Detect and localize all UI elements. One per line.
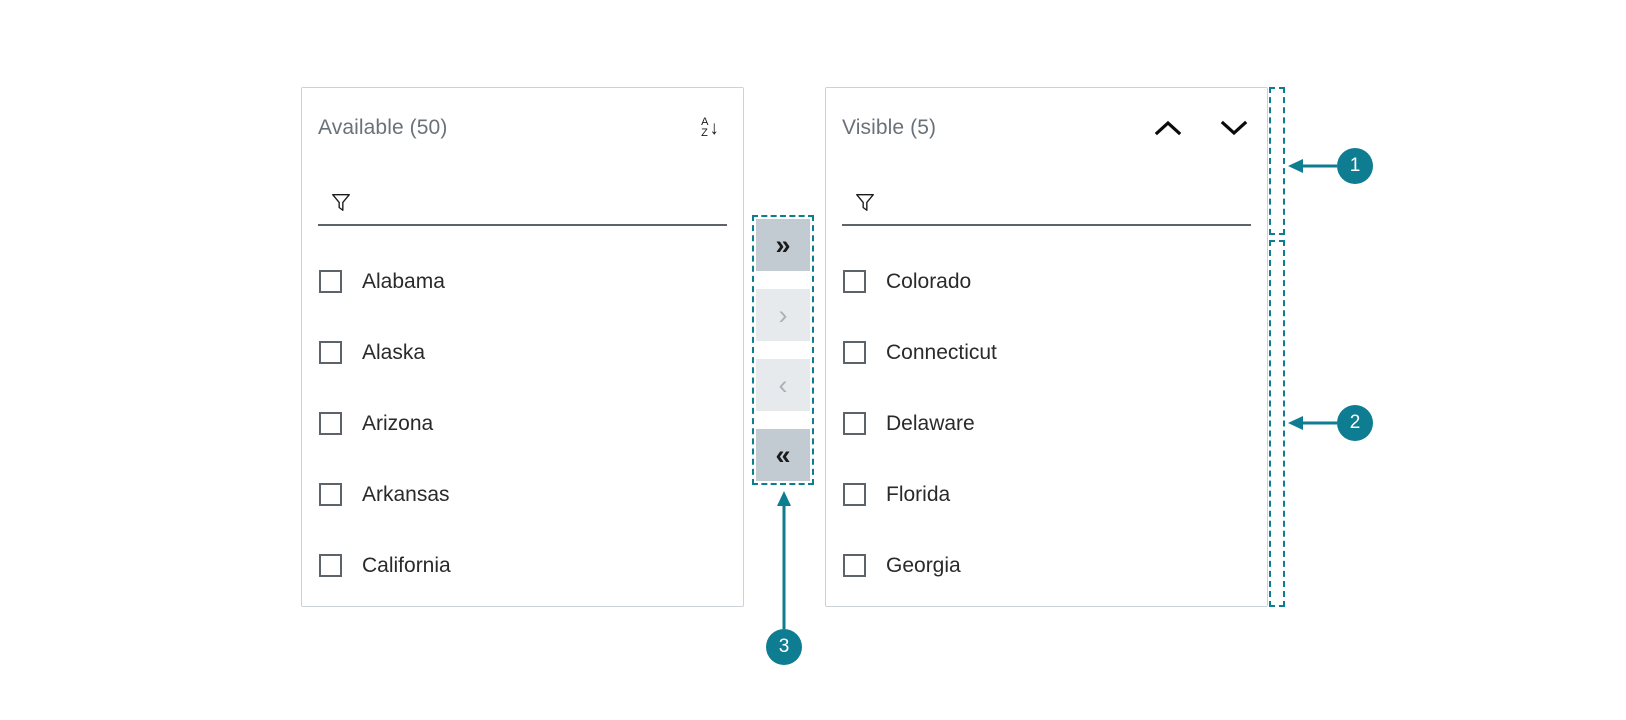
visible-panel: Visible (5) bbox=[825, 87, 1268, 607]
checkbox-icon[interactable] bbox=[843, 412, 866, 435]
checkbox-icon[interactable] bbox=[319, 412, 342, 435]
available-panel-header: Available (50) A Z ↓ bbox=[318, 110, 727, 146]
visible-header-actions bbox=[1151, 111, 1251, 145]
list-item-label: Georgia bbox=[886, 553, 961, 577]
visible-list[interactable]: Colorado Connecticut Delaware Florida Ge… bbox=[842, 246, 1251, 596]
move-left-button[interactable]: ‹ bbox=[756, 359, 810, 411]
filter-funnel-icon bbox=[856, 193, 874, 211]
chevron-left-icon: ‹ bbox=[778, 369, 788, 400]
list-item[interactable]: Florida bbox=[842, 459, 1251, 530]
list-item-label: Arkansas bbox=[362, 482, 450, 506]
available-header-actions: A Z ↓ bbox=[693, 111, 727, 145]
checkbox-icon[interactable] bbox=[319, 341, 342, 364]
annotation-region-1 bbox=[1269, 87, 1285, 235]
available-list[interactable]: Alabama Alaska Arizona Arkansas Californ… bbox=[318, 246, 727, 596]
checkbox-icon[interactable] bbox=[319, 483, 342, 506]
visible-filter-row bbox=[842, 180, 1251, 228]
list-item-label: Arizona bbox=[362, 411, 434, 435]
visible-panel-title: Visible (5) bbox=[842, 116, 937, 139]
available-panel: Available (50) A Z ↓ bbox=[301, 87, 744, 607]
list-item-label: Alaska bbox=[362, 340, 426, 364]
move-all-right-button[interactable]: » bbox=[756, 219, 810, 271]
checkbox-icon[interactable] bbox=[843, 341, 866, 364]
annotation-region-2 bbox=[1269, 240, 1285, 607]
list-item[interactable]: Georgia bbox=[842, 530, 1251, 596]
list-item[interactable]: Connecticut bbox=[842, 317, 1251, 388]
available-filter-wrap[interactable] bbox=[318, 180, 727, 226]
visible-filter-input[interactable] bbox=[876, 182, 1251, 222]
transfer-button-column: » › ‹ « bbox=[756, 219, 810, 481]
move-down-button[interactable] bbox=[1217, 111, 1251, 145]
sort-az-icon: A Z ↓ bbox=[701, 117, 719, 139]
chevron-right-icon: › bbox=[778, 299, 788, 330]
list-item-label: Connecticut bbox=[886, 340, 997, 364]
available-filter-row bbox=[318, 180, 727, 228]
move-up-button[interactable] bbox=[1151, 111, 1185, 145]
list-item[interactable]: California bbox=[318, 530, 727, 596]
list-item-label: Florida bbox=[886, 482, 951, 506]
list-item[interactable]: Colorado bbox=[842, 246, 1251, 317]
annotation-badge-1[interactable]: 1 bbox=[1337, 148, 1373, 184]
annotation-badge-2[interactable]: 2 bbox=[1337, 405, 1373, 441]
chevron-up-icon bbox=[1154, 120, 1182, 136]
list-item[interactable]: Alabama bbox=[318, 246, 727, 317]
sort-az-top-letter: A bbox=[701, 116, 709, 128]
annotation-badge-3[interactable]: 3 bbox=[766, 629, 802, 665]
list-item[interactable]: Delaware bbox=[842, 388, 1251, 459]
move-all-left-button[interactable]: « bbox=[756, 429, 810, 481]
visible-panel-header: Visible (5) bbox=[842, 110, 1251, 146]
list-item[interactable]: Alaska bbox=[318, 317, 727, 388]
visible-filter-wrap[interactable] bbox=[842, 180, 1251, 226]
available-filter-input[interactable] bbox=[352, 182, 727, 222]
list-item-label: Delaware bbox=[886, 411, 975, 435]
double-chevron-left-icon: « bbox=[775, 439, 791, 470]
list-item-label: Alabama bbox=[362, 269, 445, 293]
list-item-label: California bbox=[362, 553, 451, 577]
sort-az-button[interactable]: A Z ↓ bbox=[693, 111, 727, 145]
checkbox-icon[interactable] bbox=[319, 270, 342, 293]
filter-funnel-icon bbox=[332, 193, 350, 211]
chevron-down-icon bbox=[1220, 120, 1248, 136]
list-item-label: Colorado bbox=[886, 269, 972, 293]
list-item[interactable]: Arizona bbox=[318, 388, 727, 459]
sort-down-arrow-icon: ↓ bbox=[709, 117, 719, 139]
checkbox-icon[interactable] bbox=[843, 554, 866, 577]
double-chevron-right-icon: » bbox=[775, 229, 791, 260]
checkbox-icon[interactable] bbox=[843, 483, 866, 506]
sort-az-bottom-letter: Z bbox=[701, 127, 708, 139]
checkbox-icon[interactable] bbox=[319, 554, 342, 577]
checkbox-icon[interactable] bbox=[843, 270, 866, 293]
move-right-button[interactable]: › bbox=[756, 289, 810, 341]
list-item[interactable]: Arkansas bbox=[318, 459, 727, 530]
available-panel-title: Available (50) bbox=[318, 116, 448, 139]
